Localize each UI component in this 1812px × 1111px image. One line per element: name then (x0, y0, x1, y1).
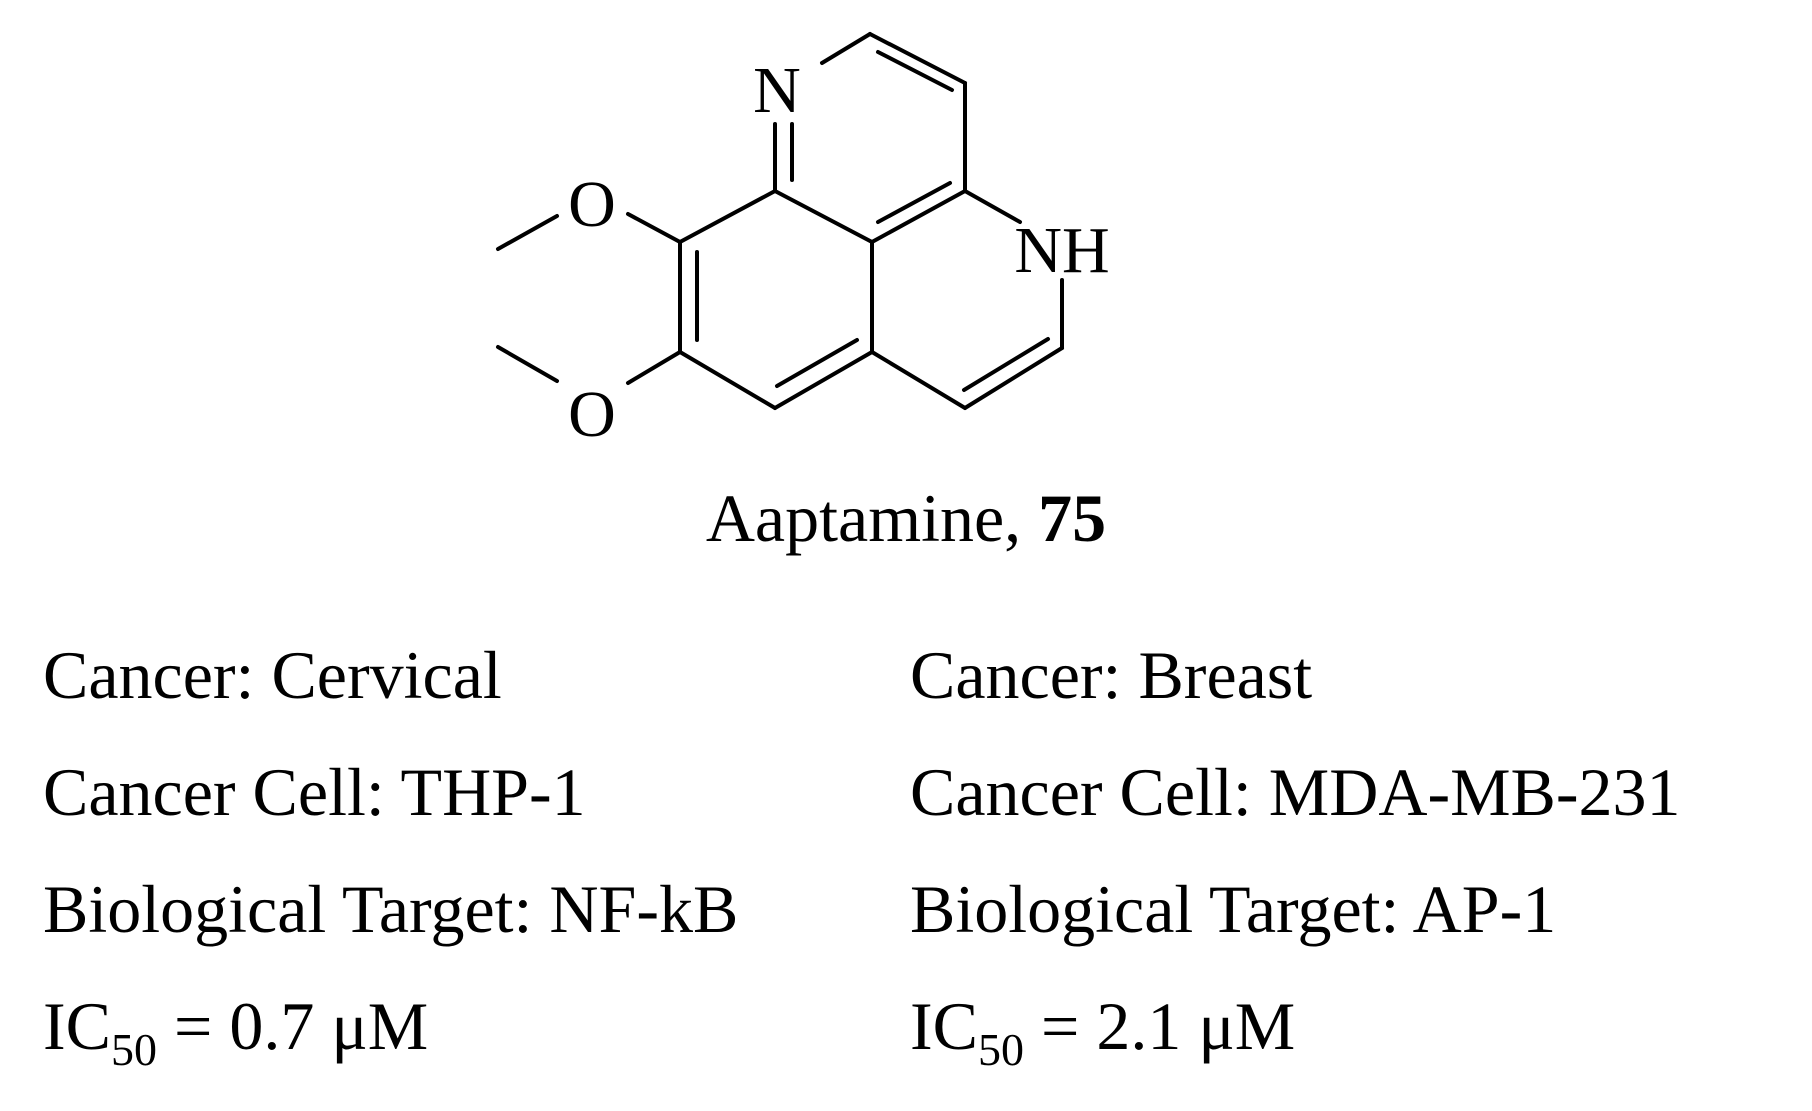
cancer-cell: Cancer Cell: MDA-MB-231 (910, 754, 1681, 830)
bond-c9-o-upper (626, 212, 682, 244)
biological-target: Biological Target: NF-kB (43, 871, 739, 947)
cancer-type: Cancer: Cervical (43, 637, 502, 713)
activity-panel-left: Cancer: Cervical Cancer Cell: THP-1 Biol… (43, 635, 738, 1103)
bond-c2-c3-inner (876, 50, 954, 92)
bond-c6a-c7-inner (775, 338, 859, 388)
ic50-line: IC50 = 2.1 μM (910, 986, 1681, 1103)
bond-c3a-nh (963, 189, 1022, 224)
ic50-line: IC50 = 0.7 μM (43, 986, 738, 1103)
bond-c5-c6 (963, 346, 1064, 410)
bond-c6a-c7 (773, 350, 874, 410)
bond-c6-c6a (870, 350, 967, 410)
cancer-cell: Cancer Cell: THP-1 (43, 754, 586, 830)
compound-name: Aaptamine, (705, 480, 1039, 556)
bond-c9b-c9a (773, 189, 874, 244)
compound-number: 75 (1038, 480, 1107, 556)
bond-n-c2 (820, 32, 872, 65)
biological-target: Biological Target: AP-1 (910, 871, 1557, 947)
ic50-label: IC (910, 988, 978, 1064)
atom-label-nh: NH (1014, 214, 1109, 287)
ic50-subscript: 50 (111, 1024, 157, 1075)
bond-c5-c6-inner (962, 337, 1050, 392)
bond-c9-c9a (678, 189, 777, 244)
bond-c8-o-lower (626, 350, 682, 385)
ic50-label: IC (43, 988, 111, 1064)
atom-label-n: N (753, 54, 801, 127)
ic50-value: = 0.7 μM (157, 988, 429, 1064)
bond-lines (496, 32, 1064, 410)
bond-o-upper-methyl (496, 214, 559, 251)
activity-panel-right: Cancer: Breast Cancer Cell: MDA-MB-231 B… (910, 635, 1681, 1103)
ic50-subscript: 50 (978, 1024, 1024, 1075)
atom-label-o-lower: O (568, 378, 616, 451)
bond-c3a-c9b-inner (876, 181, 952, 224)
aaptamine-structure: N NH O O (496, 32, 1110, 451)
atom-label-o-upper: O (568, 168, 616, 241)
cancer-type: Cancer: Breast (910, 637, 1313, 713)
bond-c3a-c9b (870, 189, 967, 244)
atom-labels: N NH O O (568, 54, 1110, 451)
ic50-value: = 2.1 μM (1024, 988, 1296, 1064)
bond-o-lower-methyl (496, 345, 559, 383)
bond-c7-c8 (678, 350, 777, 410)
bond-c2-c3 (868, 32, 967, 85)
compound-caption: Aaptamine, 75 (0, 478, 1812, 558)
